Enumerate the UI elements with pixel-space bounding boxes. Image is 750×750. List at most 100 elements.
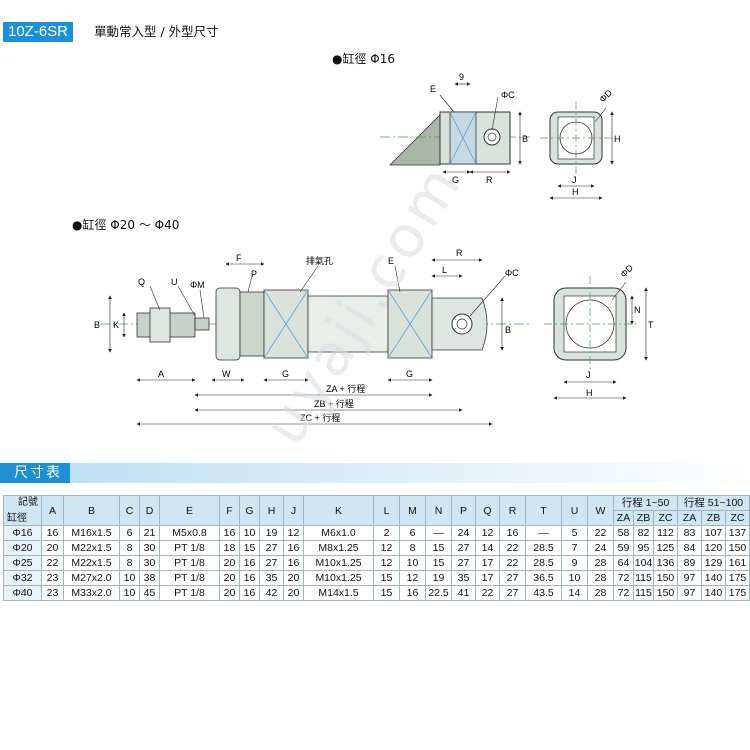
table-cell: 8 xyxy=(119,540,140,556)
table-cell: 72 xyxy=(613,585,634,601)
table-cell: M5x0.8 xyxy=(159,525,220,541)
column-header-E: E xyxy=(159,495,220,526)
table-cell: 27 xyxy=(451,555,476,571)
table-cell: 10 xyxy=(239,525,260,541)
table-cell: 14 xyxy=(561,585,588,601)
model-badge: 10Z-6SR xyxy=(3,22,73,42)
table-cell: 28 xyxy=(587,585,614,601)
dim20-ZB: ZB + 行程 xyxy=(314,398,354,409)
dim20-ZA: ZA + 行程 xyxy=(326,383,365,394)
table-cell: 175 xyxy=(725,570,750,586)
column-header-J: J xyxy=(283,495,304,526)
table-cell: 27 xyxy=(499,570,526,586)
bore-cell: Φ40 xyxy=(3,585,42,601)
column-header-L: L xyxy=(373,495,400,526)
table-cell: 43.5 xyxy=(525,585,562,601)
table-cell: 83 xyxy=(677,525,703,541)
table-cell: 20 xyxy=(283,585,304,601)
dim16-G: G xyxy=(452,175,459,185)
dim20-J: J xyxy=(586,370,591,380)
table-cell: 35 xyxy=(259,570,284,586)
table-cell: 16 xyxy=(283,555,304,571)
dim20-W: W xyxy=(222,369,231,379)
table-cell: 12 xyxy=(373,555,400,571)
table-cell: 89 xyxy=(677,555,703,571)
dim20-F: F xyxy=(236,253,242,263)
table-cell: 28.5 xyxy=(525,540,562,556)
table-cell: 58 xyxy=(613,525,634,541)
corner-label-bore: 缸徑 xyxy=(7,513,27,524)
table-cell: 72 xyxy=(613,570,634,586)
table-cell: 6 xyxy=(399,525,426,541)
table-cell: 115 xyxy=(633,585,654,601)
dim20-P: P xyxy=(251,269,257,279)
table-cell: 6 xyxy=(119,525,140,541)
table-cell: 22 xyxy=(41,555,64,571)
column-header-N: N xyxy=(425,495,452,526)
table-cell: 175 xyxy=(725,585,750,601)
table-cell: 12 xyxy=(373,540,400,556)
bore16-label: ●缸徑 Φ16 xyxy=(332,52,396,66)
column-header-Q: Q xyxy=(475,495,500,526)
table-cell: M16x1.5 xyxy=(63,525,120,541)
table-cell: 10 xyxy=(561,570,588,586)
table-cell: M14x1.5 xyxy=(303,585,374,601)
table-cell: 22 xyxy=(475,585,500,601)
table-cell: 150 xyxy=(725,540,750,556)
dim20-R: R xyxy=(456,248,463,258)
column-header-R: R xyxy=(499,495,526,526)
table-cell: 36.5 xyxy=(525,570,562,586)
table-cell: 24 xyxy=(587,540,614,556)
table-cell: 22 xyxy=(499,540,526,556)
table-cell: 95 xyxy=(633,540,654,556)
column-header-D: D xyxy=(139,495,160,526)
dim16-H: H xyxy=(614,134,621,144)
table-cell: 15 xyxy=(373,570,400,586)
table-cell: 19 xyxy=(259,525,284,541)
table-cell: 27 xyxy=(259,555,284,571)
table-cell: M22x1.5 xyxy=(63,540,120,556)
bore-cell: Φ20 xyxy=(3,540,42,556)
table-cell: 8 xyxy=(399,540,426,556)
dim16-Hb: H xyxy=(572,187,579,197)
table-cell: 23 xyxy=(41,585,64,601)
table-cell: 16 xyxy=(239,570,260,586)
dim16-phiC: ΦC xyxy=(501,90,515,100)
table-cell: 10 xyxy=(119,570,140,586)
table-cell: PT 1/8 xyxy=(159,540,220,556)
table-cell: 19 xyxy=(425,570,452,586)
table-cell: 16 xyxy=(239,585,260,601)
dim20-G2: G xyxy=(406,369,413,379)
dim20-H: H xyxy=(586,388,593,398)
dim20-L: L xyxy=(442,265,447,275)
table-cell: 150 xyxy=(652,585,679,601)
table-cell: 120 xyxy=(701,540,727,556)
table-cell: 7 xyxy=(561,540,588,556)
bore20-40-side-view xyxy=(100,258,530,426)
stroke-column-header-ZC: ZC xyxy=(652,510,679,526)
table-cell: 27 xyxy=(259,540,284,556)
table-cell: 14 xyxy=(475,540,500,556)
column-header-H: H xyxy=(259,495,284,526)
table-cell: 28 xyxy=(587,570,614,586)
stroke-column-header-ZB: ZB xyxy=(701,510,727,526)
table-cell: — xyxy=(525,525,562,541)
table-cell: 30 xyxy=(139,555,160,571)
table-cell: 112 xyxy=(652,525,679,541)
table-cell: 30 xyxy=(139,540,160,556)
bore16-side-view xyxy=(380,82,530,174)
table-cell: 136 xyxy=(652,555,679,571)
dim20-B: B xyxy=(94,320,100,330)
table-cell: 27 xyxy=(451,540,476,556)
column-header-G: G xyxy=(239,495,260,526)
table-cell: 22.5 xyxy=(425,585,452,601)
table-cell: 42 xyxy=(259,585,284,601)
page-subtitle: 單動常入型 / 外型尺寸 xyxy=(94,24,219,39)
bore16-end-view xyxy=(540,102,614,200)
table-cell: 16 xyxy=(283,540,304,556)
table-cell: 12 xyxy=(283,525,304,541)
